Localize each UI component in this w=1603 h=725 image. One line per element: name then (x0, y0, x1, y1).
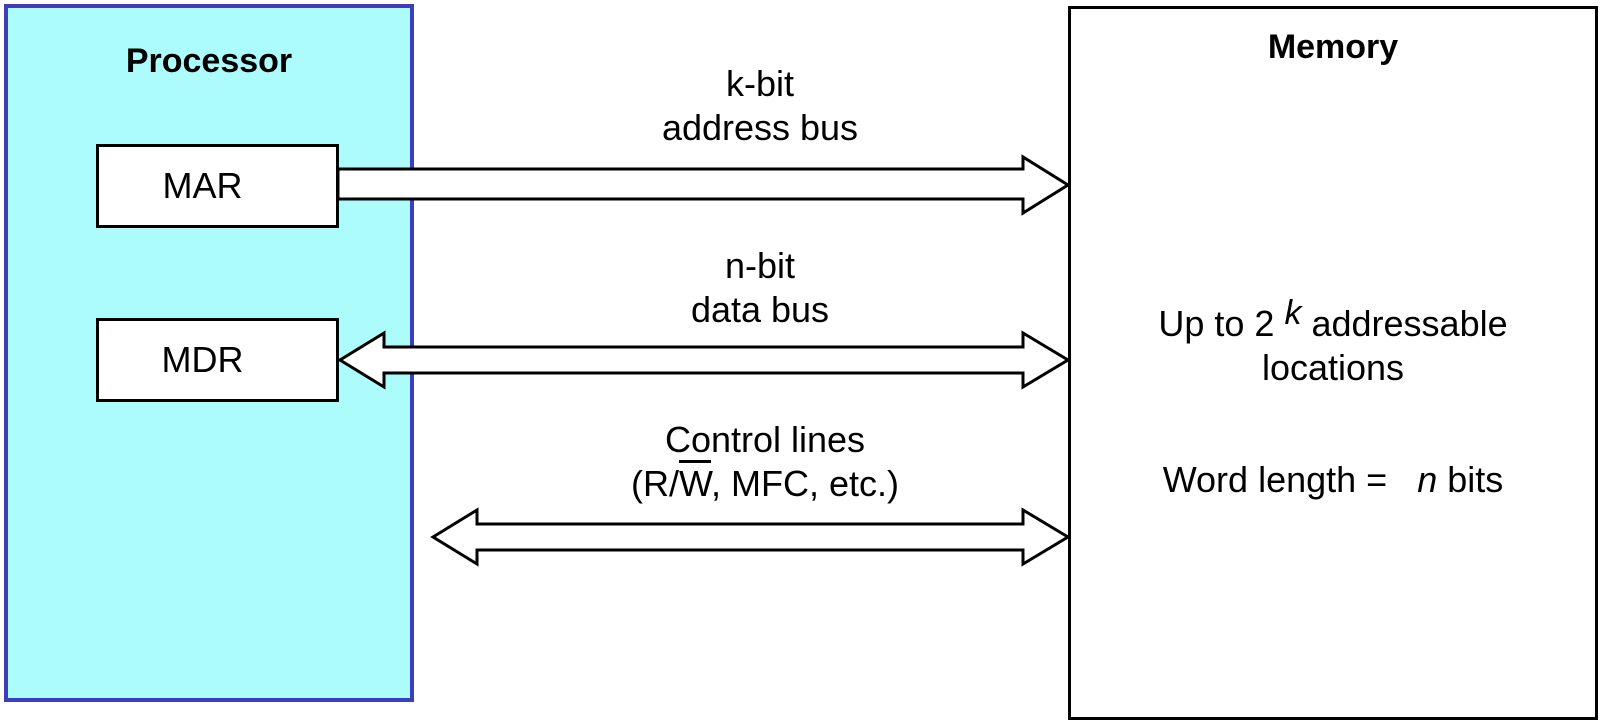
data-bus-label: n-bit data bus (580, 244, 940, 332)
address-bus-width: k-bit (725, 63, 794, 104)
memory-capacity-line2: locations (1261, 347, 1405, 388)
memory-capacity-line1: Up to 2 k addressable (1158, 294, 1508, 344)
memory-block (1068, 6, 1598, 720)
address-bus-arrow (336, 154, 1071, 216)
control-lines-arrow (430, 507, 1071, 567)
mar-register: MAR (96, 144, 339, 228)
memory-capacity: Up to 2 k addressable locations (1068, 294, 1598, 390)
mdr-label: MDR (161, 339, 244, 380)
data-bus-width: n-bit (724, 245, 796, 286)
memory-title: Memory (1267, 28, 1399, 66)
control-lines-label: Control lines (R/W, MFC, etc.) (570, 418, 960, 506)
mdr-register: MDR (96, 318, 339, 402)
data-bus-arrow (337, 330, 1071, 390)
control-lines-signals: (R/W, MFC, etc.) (631, 463, 899, 504)
write-overline: W (679, 463, 711, 504)
word-length-variable: n (1417, 459, 1438, 500)
memory-word-length: Word length = n bits (1162, 459, 1504, 500)
mar-label: MAR (162, 165, 243, 206)
exponent-k: k (1284, 294, 1302, 332)
control-lines-name: Control lines (664, 419, 866, 460)
address-bus-label: k-bit address bus (580, 62, 940, 150)
data-bus-name: data bus (690, 289, 830, 330)
address-bus-name: address bus (661, 107, 859, 148)
processor-title: Processor (125, 42, 293, 80)
